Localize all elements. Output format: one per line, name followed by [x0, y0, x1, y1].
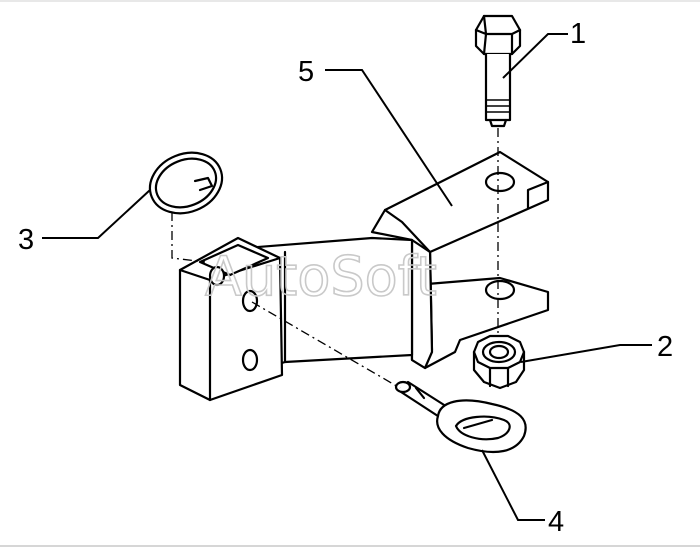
callout-3: 3	[18, 224, 34, 256]
hinge-body	[178, 236, 414, 402]
callout-1: 1	[570, 18, 586, 50]
nut-part-2	[472, 334, 526, 390]
leader-1	[502, 33, 568, 79]
leader-lines	[42, 33, 652, 521]
leader-3	[42, 189, 151, 239]
ring-part-3	[148, 151, 224, 215]
watermark-text: AutoSoft	[205, 245, 437, 308]
callout-2: 2	[657, 331, 673, 363]
callout-4: 4	[548, 506, 564, 538]
bracket-part-5	[370, 150, 550, 370]
ring-axis-line	[171, 212, 206, 263]
assembly-lines	[171, 128, 499, 389]
leader-5	[325, 69, 453, 207]
leader-2	[520, 344, 652, 363]
bolt-part-1	[474, 14, 522, 128]
pin-part-4	[394, 380, 527, 454]
callout-5: 5	[298, 56, 314, 88]
leader-4	[481, 449, 545, 521]
